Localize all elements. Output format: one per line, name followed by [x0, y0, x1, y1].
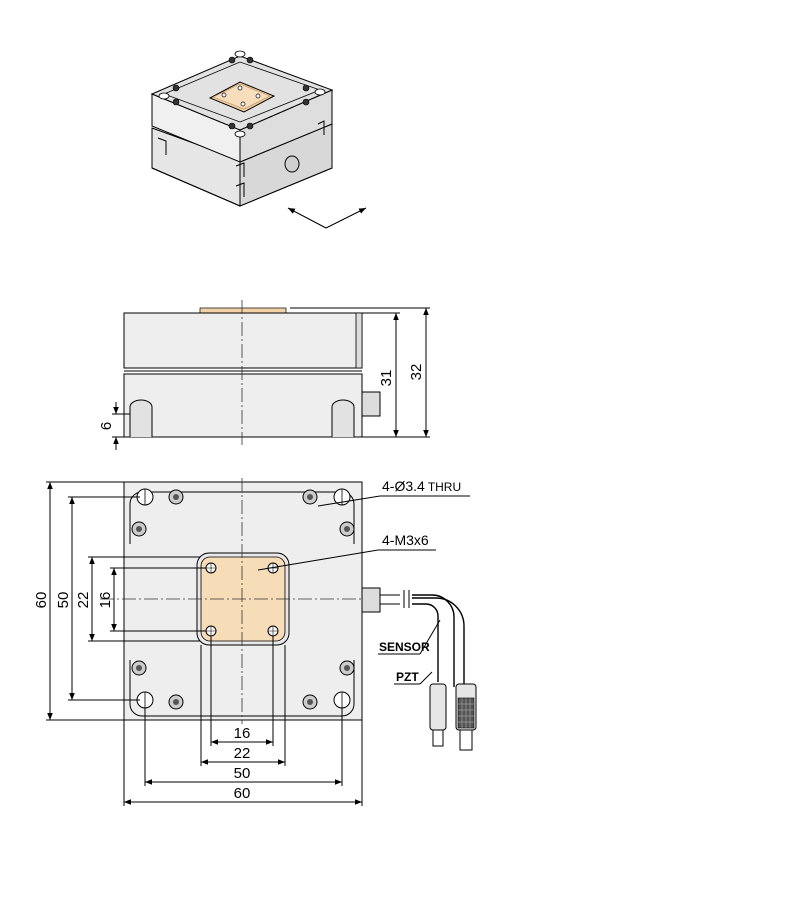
dim-hole-pitch-v: 50 [55, 592, 72, 609]
side-view: 31 32 6 [98, 300, 430, 450]
dim-foot: 6 [98, 422, 115, 430]
callout-tapped-hole: 4-M3x6 [382, 532, 429, 548]
dim-height-total: 32 [408, 364, 425, 381]
dim-plate-hole-v: 16 [97, 592, 114, 609]
dim-plate-hole-h: 16 [234, 725, 251, 742]
label-pzt-cable: PZT [396, 670, 419, 684]
label-sensor-cable: SENSOR [379, 640, 430, 654]
dim-height-body: 31 [378, 370, 395, 387]
dim-plate-h: 22 [234, 745, 251, 762]
dim-plate-v: 22 [75, 592, 92, 609]
dim-overall-height: 60 [33, 592, 50, 609]
dim-hole-pitch-h: 50 [234, 765, 251, 782]
isometric-view [150, 50, 367, 229]
dim-overall-width: 60 [234, 785, 251, 802]
